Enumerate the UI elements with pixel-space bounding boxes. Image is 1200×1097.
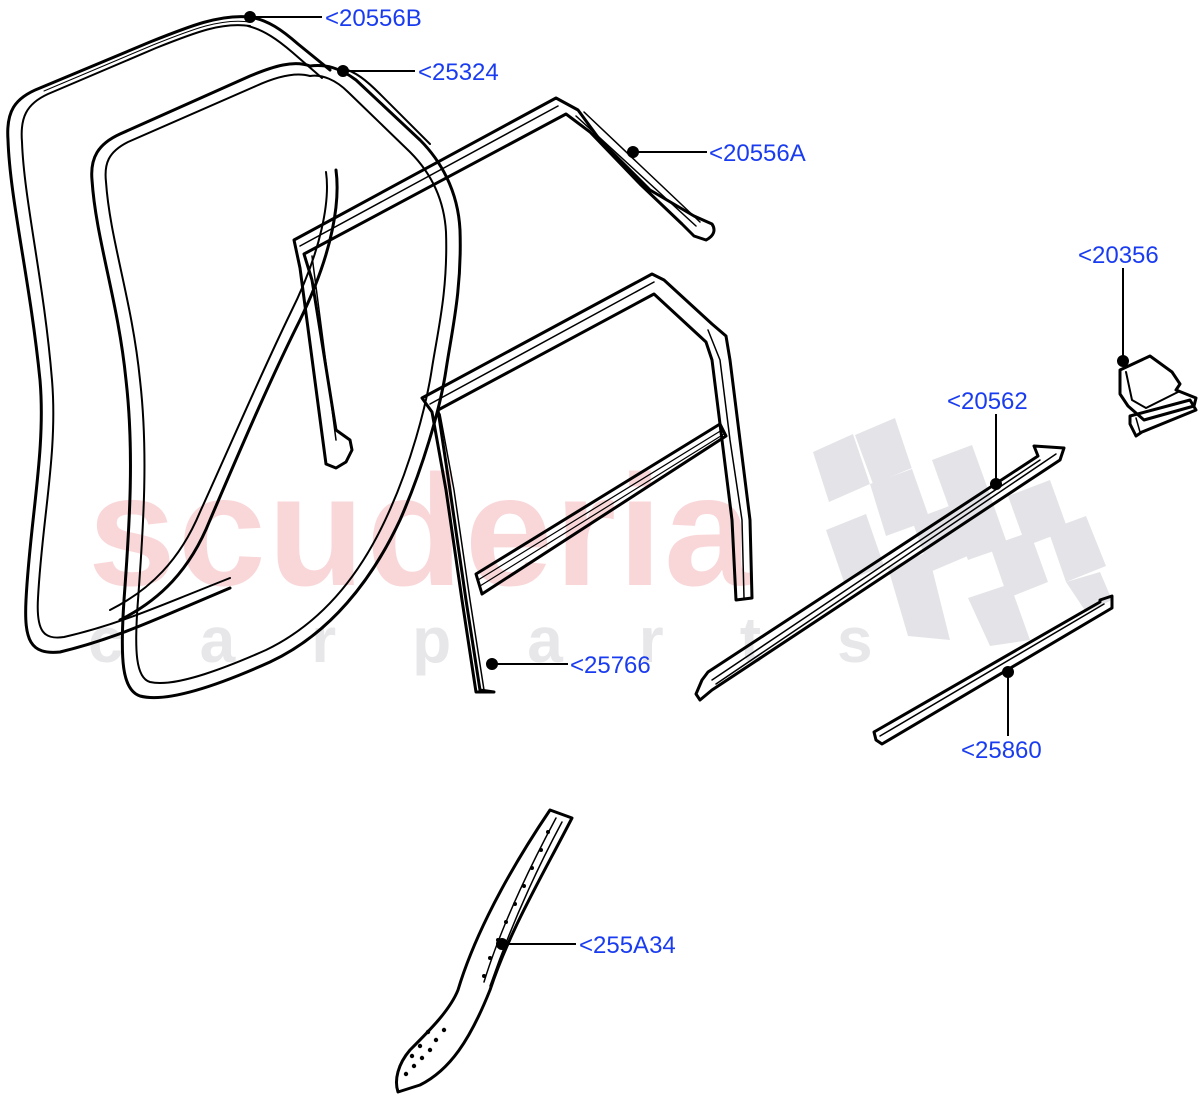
belt-strip-25860-drawing [872,594,1114,746]
seal-20556a-drawing [292,96,716,470]
callout-20556b[interactable]: <20556B [325,5,422,32]
callout-20562[interactable]: <20562 [947,388,1028,415]
leader-lines [244,11,1129,950]
checkered-flag-watermark [813,418,1112,646]
callout-25324[interactable]: <25324 [418,59,499,86]
seal-20556b-drawing [6,15,332,654]
callout-25766[interactable]: <25766 [570,652,651,679]
seal-25324-drawing [90,62,462,700]
callout-255a34[interactable]: <255A34 [579,932,676,959]
glass-run-channel-25766-drawing [420,272,754,694]
watermark-brand: scuderia [88,443,754,619]
callout-25860[interactable]: <25860 [961,737,1042,764]
belt-strip-20562-drawing [694,444,1066,702]
pillar-seal-255a34-drawing [395,808,574,1094]
clip-20356-drawing [1118,354,1198,438]
callout-20556a[interactable]: <20556A [709,140,806,167]
watermark-sub: carparts [88,604,949,676]
callout-20356[interactable]: <20356 [1078,242,1159,269]
